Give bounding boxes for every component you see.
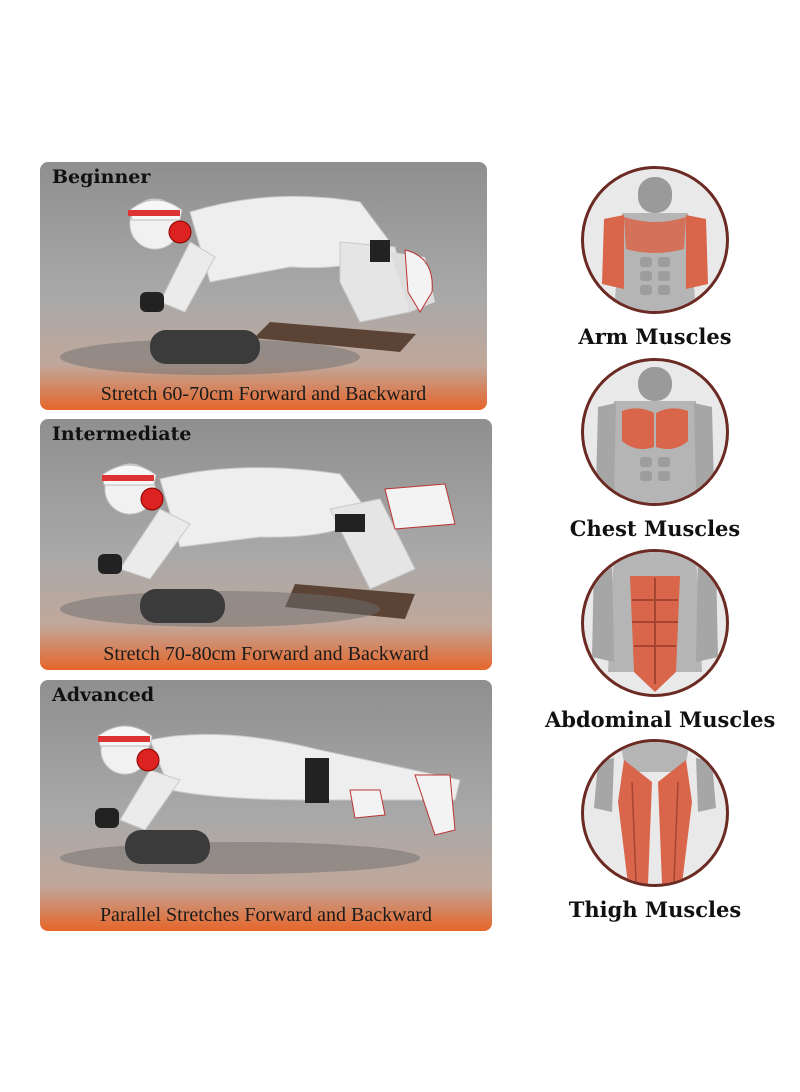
arm-muscles-icon xyxy=(581,166,729,314)
beginner-exercise-illustration xyxy=(60,195,435,375)
level-title: Intermediate xyxy=(52,423,192,445)
chest-muscles-icon xyxy=(581,358,729,506)
muscle-abs: Abdominal Muscles xyxy=(545,549,776,732)
intermediate-exercise-illustration xyxy=(60,463,456,627)
thigh-muscles-icon xyxy=(581,739,729,887)
level-card-intermediate: Intermediate Stretch 70-80cm Forward and… xyxy=(40,419,492,670)
advanced-exercise-illustration xyxy=(60,725,461,874)
muscle-label: Thigh Muscles xyxy=(568,897,742,922)
muscle-label: Arm Muscles xyxy=(578,324,732,349)
level-caption: Stretch 60-70cm Forward and Backward xyxy=(100,383,427,405)
level-card-advanced: Advanced Parallel Stretches Forward and … xyxy=(40,680,492,931)
muscle-arms: Arm Muscles xyxy=(545,166,765,349)
level-caption: Stretch 70-80cm Forward and Backward xyxy=(103,643,429,665)
level-title: Beginner xyxy=(52,166,151,188)
abdominal-muscles-icon xyxy=(581,549,729,697)
muscle-chest: Chest Muscles xyxy=(545,358,765,541)
muscle-label: Abdominal Muscles xyxy=(545,707,776,732)
muscle-thighs: Thigh Muscles xyxy=(545,739,765,922)
level-card-beginner: Beginner Stretch 60-70cm Forward and Bac… xyxy=(40,162,487,410)
muscle-label: Chest Muscles xyxy=(569,516,741,541)
level-caption: Parallel Stretches Forward and Backward xyxy=(99,904,433,926)
level-title: Advanced xyxy=(52,684,155,706)
